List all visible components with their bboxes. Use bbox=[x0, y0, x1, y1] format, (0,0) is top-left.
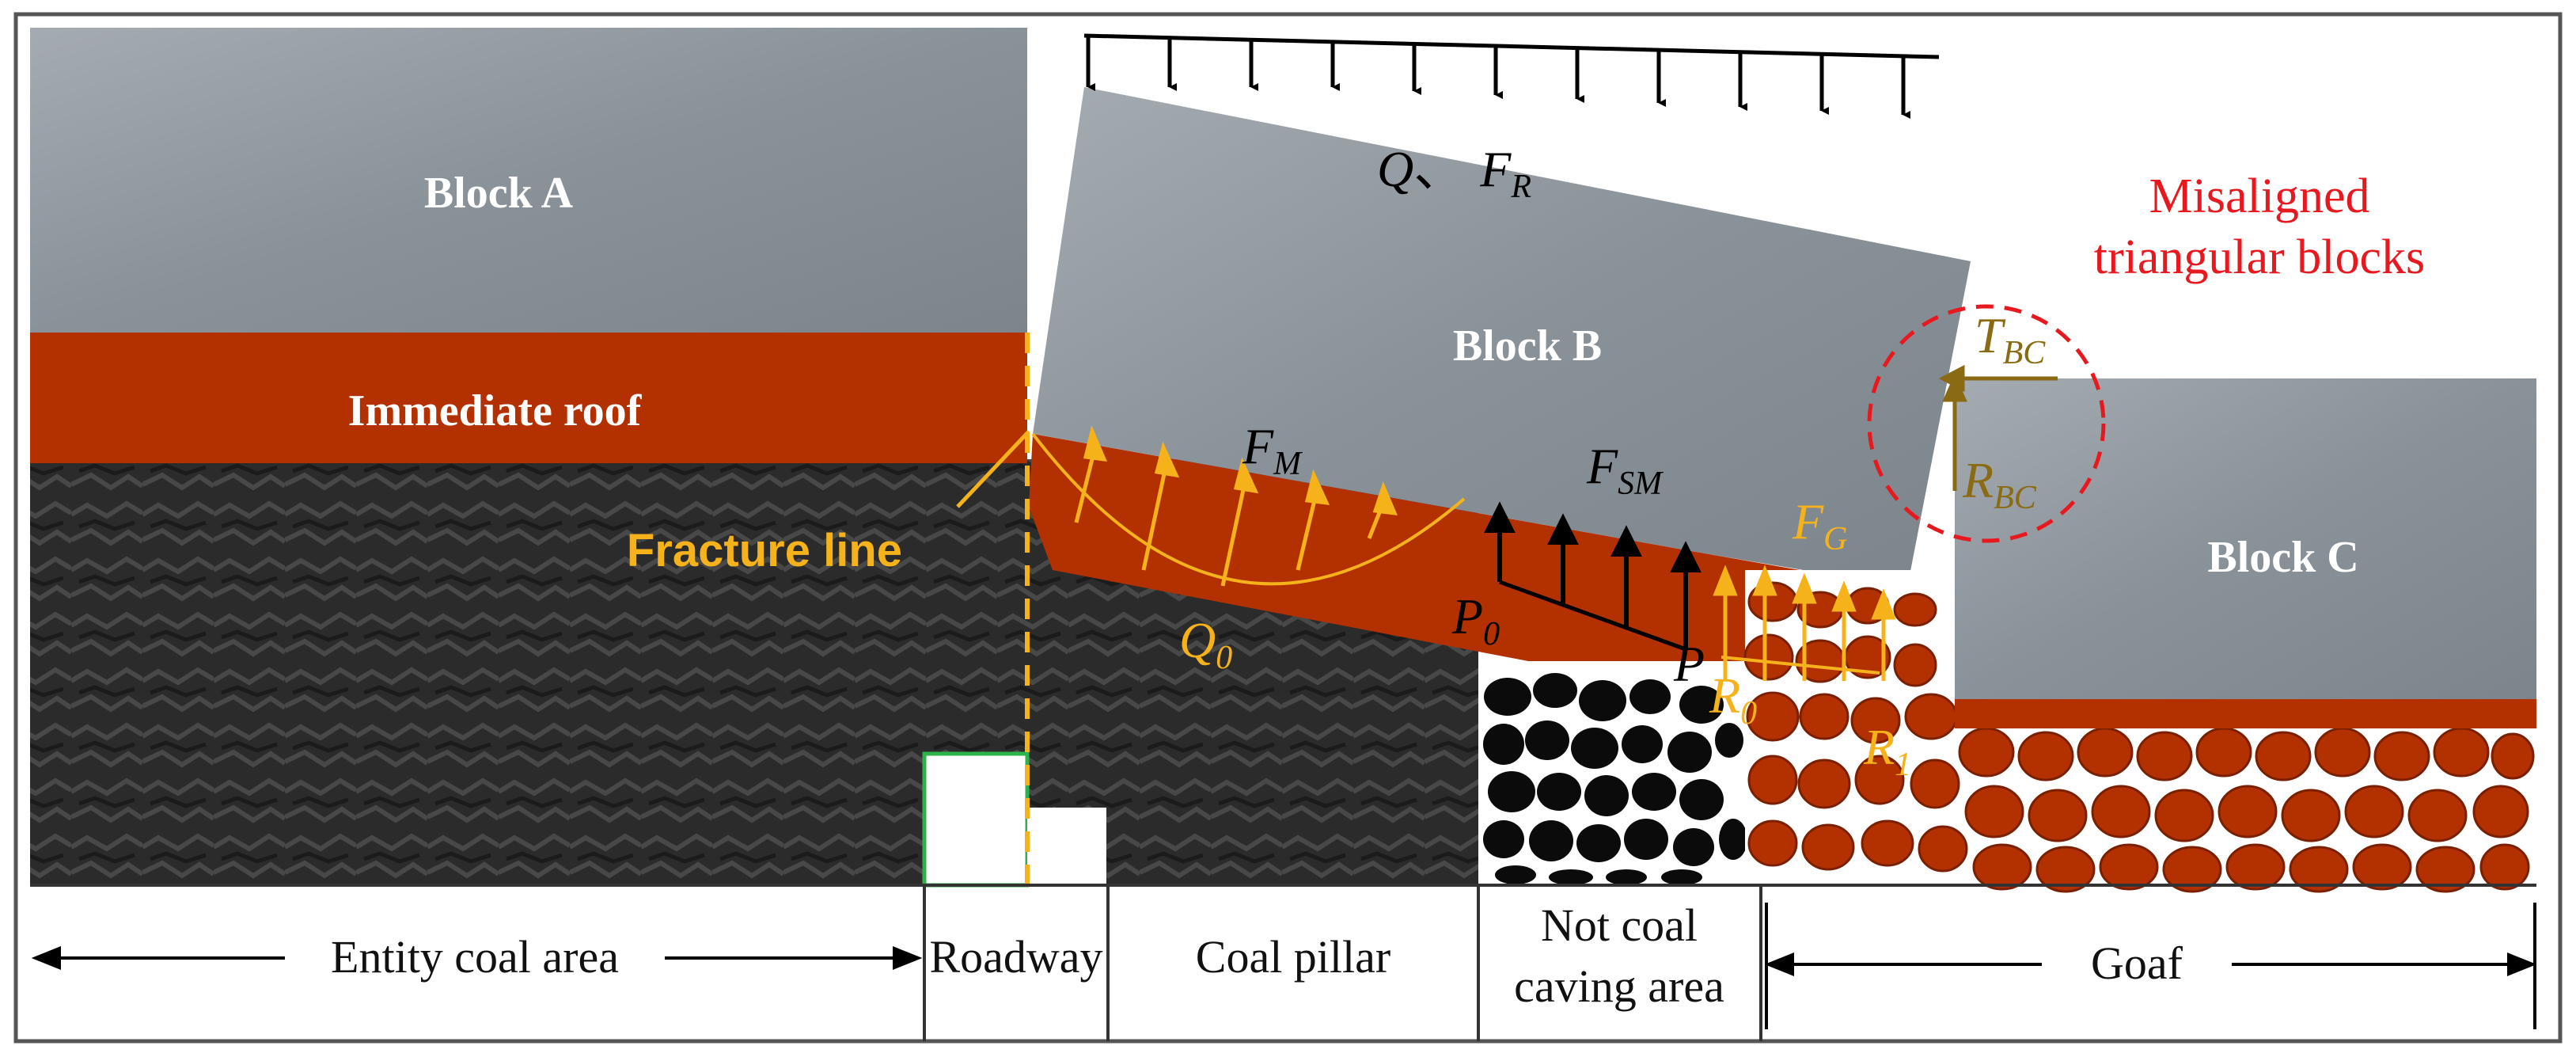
fm-parabola bbox=[1031, 432, 1466, 586]
misaligned-circle bbox=[1867, 304, 2106, 543]
r1-symbol: R bbox=[1863, 719, 1895, 775]
immediate-roof-left bbox=[30, 333, 1027, 463]
block-b-label: Block B bbox=[1453, 321, 1602, 371]
roadway-notch bbox=[1027, 808, 1106, 885]
r0-symbol: R bbox=[1709, 667, 1740, 724]
r0-label: R0 bbox=[1709, 667, 1757, 732]
tbc-symbol: T bbox=[1975, 307, 2006, 363]
r1-label: R1 bbox=[1863, 719, 1911, 783]
block-b-roof bbox=[1029, 434, 1899, 697]
region-not-caving-label-2: caving area bbox=[1514, 960, 1724, 1012]
misaligned-label-1: Misaligned bbox=[2149, 169, 2370, 223]
r0-subscript: 0 bbox=[1740, 695, 1757, 732]
fsm-symbol: F bbox=[1586, 438, 1618, 494]
r-baseline bbox=[1720, 656, 1880, 675]
block-a-label: Block A bbox=[424, 169, 574, 218]
fm-arrows bbox=[1074, 425, 1398, 587]
q-separator: 、 bbox=[1413, 141, 1464, 197]
r-arrows bbox=[1713, 565, 1896, 681]
fracture-pointer bbox=[956, 430, 1030, 508]
fr-subscript: R bbox=[1510, 169, 1531, 205]
fg-subscript: G bbox=[1823, 521, 1847, 557]
q-fr-label: Q、 FR bbox=[1377, 141, 1531, 205]
rbc-subscript: BC bbox=[1994, 480, 2037, 516]
fm-label: FM bbox=[1242, 418, 1303, 482]
block-c-label: Block C bbox=[2207, 533, 2358, 582]
fm-subscript: M bbox=[1273, 446, 1303, 482]
fr-symbol: F bbox=[1479, 141, 1512, 197]
p0-label: P0 bbox=[1451, 588, 1500, 652]
block-a bbox=[30, 28, 1027, 333]
region-pillar-label: Coal pillar bbox=[1196, 931, 1390, 983]
tbc-subscript: BC bbox=[2003, 335, 2047, 371]
r1-subscript: 1 bbox=[1895, 747, 1911, 783]
fsm-arrows bbox=[1484, 501, 1702, 649]
fsm-subscript: SM bbox=[1618, 466, 1664, 502]
region-goaf-label: Goaf bbox=[2091, 937, 2183, 989]
block-b bbox=[1033, 87, 1971, 587]
roadway-opening bbox=[922, 751, 1030, 888]
goaf-rubble bbox=[1743, 581, 2535, 893]
region-entity-label: Entity coal area bbox=[331, 931, 619, 983]
p0-p-baseline bbox=[1499, 580, 1686, 652]
region-roadway-label: Roadway bbox=[929, 931, 1102, 983]
region-dividers bbox=[923, 885, 1762, 1041]
fsm-label: FSM bbox=[1586, 438, 1664, 502]
region-not-caving-label-1: Not coal bbox=[1541, 899, 1698, 951]
fracture-line-label: Fracture line bbox=[627, 525, 902, 576]
p0-subscript: 0 bbox=[1483, 616, 1500, 652]
tbc-rbc-arrows bbox=[1938, 364, 2058, 491]
black-rubble bbox=[1483, 673, 1747, 885]
q0-label: Q0 bbox=[1179, 612, 1232, 676]
fg-symbol: F bbox=[1792, 493, 1824, 549]
q0-subscript: 0 bbox=[1216, 640, 1232, 676]
q0-symbol: Q bbox=[1179, 612, 1216, 668]
q-symbol: Q bbox=[1377, 141, 1413, 197]
fg-label: FG bbox=[1792, 493, 1847, 557]
rbc-label: RBC bbox=[1962, 452, 2037, 516]
tbc-label: TBC bbox=[1975, 307, 2046, 371]
p0-symbol: P bbox=[1451, 588, 1483, 644]
immediate-roof-label: Immediate roof bbox=[348, 386, 643, 435]
rbc-symbol: R bbox=[1962, 452, 1994, 508]
block-c-roof bbox=[1955, 697, 2536, 728]
goaf-span-arrows bbox=[1764, 903, 2537, 1029]
block-c bbox=[1955, 378, 2536, 699]
outer-frame bbox=[13, 12, 2563, 1044]
fm-symbol: F bbox=[1242, 418, 1274, 474]
p-label: P bbox=[1673, 636, 1705, 692]
top-load-arrows bbox=[1083, 33, 1940, 119]
misaligned-label-2: triangular blocks bbox=[2094, 230, 2425, 284]
entity-span-arrows bbox=[31, 946, 923, 970]
